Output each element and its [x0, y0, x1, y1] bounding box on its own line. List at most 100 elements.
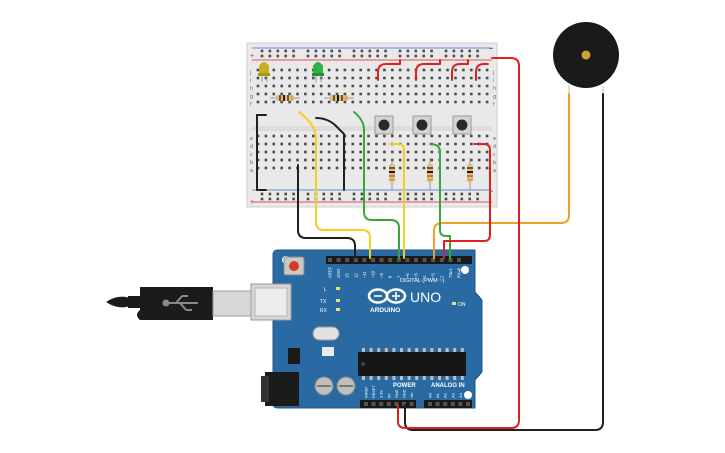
- breadboard-hole: [327, 68, 331, 72]
- analog-pin-label: A5: [466, 392, 471, 398]
- breadboard-rail-hole: [360, 54, 364, 58]
- breadboard-row-letter: a: [493, 168, 496, 174]
- led-rx: [336, 308, 340, 311]
- breadboard-hole: [319, 84, 323, 88]
- breadboard-rail-hole: [368, 49, 372, 53]
- breadboard-hole: [430, 158, 434, 162]
- rail-plus-label: +: [250, 53, 254, 60]
- power-pin[interactable]: [402, 402, 406, 406]
- digital-pin-label: 2: [439, 275, 444, 278]
- analog-pin-label: A0: [428, 392, 433, 398]
- breadboard-hole: [430, 100, 434, 104]
- analog-pin[interactable]: [443, 402, 448, 406]
- wires: [256, 57, 604, 431]
- push-button[interactable]: [412, 115, 432, 135]
- breadboard-hole: [359, 150, 362, 154]
- digital-pin[interactable]: [396, 258, 401, 262]
- breadboard-hole: [422, 68, 426, 72]
- breadboard-hole: [264, 142, 268, 146]
- breadboard-hole: [272, 166, 276, 170]
- breadboard-hole: [446, 134, 449, 138]
- digital-pin[interactable]: [328, 258, 332, 262]
- breadboard-hole: [359, 100, 362, 104]
- breadboard-hole: [391, 92, 394, 96]
- breadboard-hole: [462, 92, 465, 96]
- digital-pin[interactable]: [371, 258, 375, 262]
- breadboard-rail-hole: [452, 197, 456, 201]
- breadboard-hole: [446, 100, 449, 104]
- breadboard-rail-hole: [476, 192, 479, 196]
- digital-pin[interactable]: [362, 258, 367, 262]
- digital-pin[interactable]: [448, 258, 453, 262]
- power-pin[interactable]: [371, 402, 376, 406]
- analog-pin[interactable]: [450, 402, 455, 406]
- breadboard-hole: [359, 76, 362, 80]
- digital-pin[interactable]: [379, 258, 384, 262]
- analog-pin[interactable]: [435, 402, 440, 406]
- breadboard-hole: [422, 166, 426, 170]
- breadboard-rail-hole: [384, 54, 387, 58]
- breadboard-hole: [422, 100, 426, 104]
- digital-pin[interactable]: [336, 258, 341, 262]
- power-pin[interactable]: [394, 402, 399, 406]
- led-on: [452, 302, 456, 305]
- breadboard-rail-hole: [338, 192, 341, 196]
- breadboard-hole: [359, 158, 362, 162]
- breadboard-hole: [375, 134, 378, 138]
- atmega-chip: [358, 352, 466, 376]
- power-pin[interactable]: [409, 402, 414, 406]
- resistor: [389, 158, 395, 190]
- power-pin[interactable]: [386, 402, 391, 406]
- digital-pin[interactable]: [414, 258, 418, 262]
- breadboard-hole: [296, 92, 299, 96]
- on-label: ON: [458, 302, 466, 308]
- analog-pin[interactable]: [428, 402, 432, 406]
- power-pin[interactable]: [379, 402, 384, 406]
- digital-pin[interactable]: [439, 258, 444, 262]
- breadboard-hole: [406, 84, 410, 88]
- led-l-label: L: [324, 287, 327, 293]
- breadboard-hole: [470, 100, 473, 104]
- analog-pin[interactable]: [466, 402, 470, 406]
- digital-pin-label: ~6: [405, 273, 410, 278]
- breadboard-rail-hole: [314, 49, 318, 53]
- breadboard-rail-hole: [260, 192, 264, 196]
- digital-pin[interactable]: [405, 258, 410, 262]
- breadboard-hole: [288, 76, 291, 80]
- power-pin[interactable]: [364, 402, 368, 406]
- push-button[interactable]: [452, 115, 472, 135]
- crystal: [312, 326, 340, 341]
- breadboard-rail-hole: [468, 197, 471, 201]
- breadboard-hole: [422, 142, 426, 146]
- digital-pin[interactable]: [431, 258, 436, 262]
- digital-pin[interactable]: [422, 258, 427, 262]
- breadboard-hole: [406, 142, 410, 146]
- breadboard-rail-hole: [330, 49, 333, 53]
- breadboard-hole: [327, 92, 331, 96]
- breadboard-hole: [391, 150, 394, 154]
- digital-pin[interactable]: [388, 258, 393, 262]
- breadboard-hole: [383, 76, 386, 80]
- breadboard-hole: [446, 142, 449, 146]
- breadboard-rail-hole: [360, 49, 364, 53]
- digital-pin[interactable]: [353, 258, 358, 262]
- mount-hole: [461, 266, 469, 274]
- push-button[interactable]: [374, 115, 394, 135]
- breadboard-hole: [335, 92, 339, 96]
- digital-pin[interactable]: [345, 258, 350, 262]
- breadboard-hole: [343, 92, 347, 96]
- breadboard-rail-hole: [268, 49, 272, 53]
- breadboard-hole: [351, 158, 355, 162]
- power-pin-label: GND: [403, 389, 407, 398]
- breadboard-hole: [398, 68, 402, 72]
- breadboard-hole: [477, 150, 481, 154]
- breadboard-rail-hole: [422, 54, 425, 58]
- analog-pin[interactable]: [458, 402, 463, 406]
- reset-button-cap[interactable]: [289, 261, 299, 271]
- breadboard-hole: [359, 92, 362, 96]
- breadboard-rail-hole: [398, 192, 402, 196]
- breadboard-rail-hole: [384, 197, 387, 201]
- breadboard-hole: [312, 92, 315, 96]
- breadboard-hole: [375, 68, 378, 72]
- digital-pin[interactable]: [457, 258, 461, 262]
